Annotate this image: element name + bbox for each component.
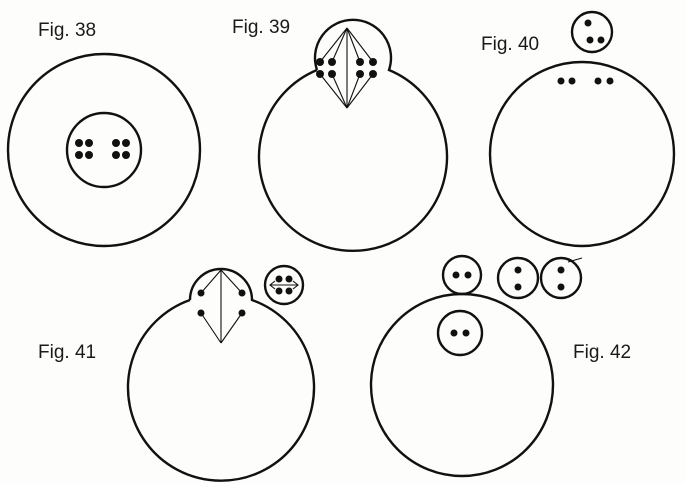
fig-38-drawing (8, 54, 200, 246)
fig-38-nucleus (67, 113, 141, 187)
fig-40-drawing (490, 12, 674, 246)
fig-41-spindle (201, 270, 242, 343)
fig-42-chromosomes (451, 267, 565, 337)
fig-39-spindle (320, 28, 373, 108)
fig-42-pronucleus (438, 311, 482, 355)
fig-39-drawing (259, 20, 447, 251)
fig-42-polar-body-2 (498, 258, 538, 298)
fig-40-egg-cell (490, 62, 674, 246)
fig-41-division-arrow (270, 276, 298, 295)
fig-42-egg-cell (371, 294, 553, 476)
fig-42-polar-body-1 (443, 256, 481, 294)
fig-41-drawing (128, 266, 314, 481)
fig-39-egg-with-bulge (259, 20, 447, 251)
fig-38-egg-cell (8, 54, 200, 246)
fig-40-polar-body (572, 12, 612, 52)
fig-42-polar-body-3 (541, 258, 581, 298)
fig-42-drawing (371, 256, 582, 476)
fig-38-chromosomes (75, 139, 130, 159)
